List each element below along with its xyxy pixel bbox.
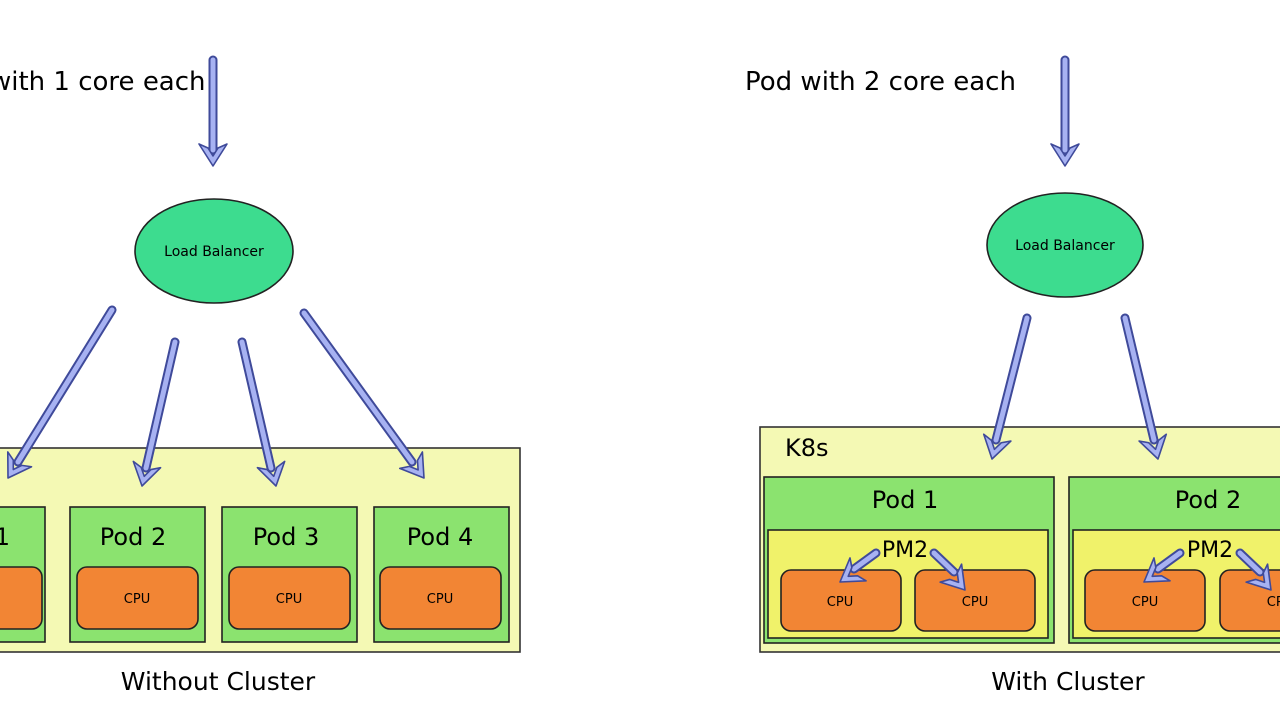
right-pod-1: Pod 1 PM2 CPU CPU <box>763 476 1055 644</box>
right-caption: With Cluster <box>991 667 1145 696</box>
right-pod-1-cpu-1 <box>780 569 902 632</box>
left-pod-3: Pod 3 CPU <box>221 506 358 643</box>
left-pod-2-cpu-label: CPU <box>124 592 150 607</box>
left-arrow-to-pod-3 <box>237 337 291 490</box>
left-arrow-to-pod-1 <box>0 305 117 487</box>
left-incoming-arrow <box>198 55 228 167</box>
left-arrow-to-pod-4 <box>299 308 437 488</box>
right-pod-1-pm2-arrow-right <box>929 548 977 600</box>
left-pod-2: Pod 2 CPU <box>69 506 206 643</box>
left-pod-3-label: Pod 3 <box>253 523 319 551</box>
right-pod-2-pm2-label: PM2 <box>1187 538 1233 563</box>
right-pod-1-cpu-1-label: CPU <box>827 595 853 610</box>
left-pod-4-cpu <box>379 566 502 630</box>
left-arrow-to-pod-2 <box>127 337 180 490</box>
left-pod-3-cpu-label: CPU <box>276 592 302 607</box>
left-header-text: with 1 core each <box>0 67 206 97</box>
right-pod-2-cpu-2-label: CPU <box>1267 595 1280 610</box>
left-load-balancer-label: Load Balancer <box>164 244 264 260</box>
right-header-text: Pod with 2 core each <box>745 67 1016 97</box>
right-pod-2-pm2-arrow-right <box>1235 548 1280 600</box>
left-pod-1-cpu <box>0 566 43 630</box>
right-pod-1-pm2-label: PM2 <box>882 538 928 563</box>
right-panel: Pod with 2 core each Load Balancer K8s P… <box>745 55 1280 696</box>
right-pod-1-label: Pod 1 <box>872 486 938 514</box>
right-arrow-to-pod-2 <box>1120 313 1173 464</box>
left-pod-4: Pod 4 CPU <box>373 506 510 643</box>
left-pod-4-label: Pod 4 <box>407 523 473 551</box>
right-load-balancer-label: Load Balancer <box>1015 238 1115 254</box>
left-pod-3-cpu <box>228 566 351 630</box>
right-pod-2-cpu-1-label: CPU <box>1132 595 1158 610</box>
left-pod-1-label: Pod 1 <box>0 523 10 551</box>
right-pod-2-label: Pod 2 <box>1175 486 1241 514</box>
right-pod-1-cpu-2 <box>914 569 1036 632</box>
left-pod-2-cpu <box>76 566 199 630</box>
right-pod-1-cpu-2-label: CPU <box>962 595 988 610</box>
left-pod-1: Pod 1 <box>0 506 46 643</box>
left-pod-4-cpu-label: CPU <box>427 592 453 607</box>
left-load-balancer <box>134 198 294 304</box>
right-load-balancer <box>986 192 1144 298</box>
left-panel: with 1 core each Load Balancer Pod 1 Pod… <box>0 55 521 696</box>
right-incoming-arrow <box>1050 55 1080 167</box>
k8s-label: K8s <box>785 434 829 462</box>
right-pod-2: Pod 2 PM2 CPU CPU <box>1068 476 1280 644</box>
right-pod-1-pm2-arrow-left <box>831 548 881 595</box>
right-arrow-to-pod-1 <box>977 313 1032 464</box>
left-caption: Without Cluster <box>121 667 316 696</box>
right-pod-2-cpu-1 <box>1084 569 1206 632</box>
right-pod-2-pm2-arrow-left <box>1135 548 1185 595</box>
left-pod-2-label: Pod 2 <box>100 523 166 551</box>
